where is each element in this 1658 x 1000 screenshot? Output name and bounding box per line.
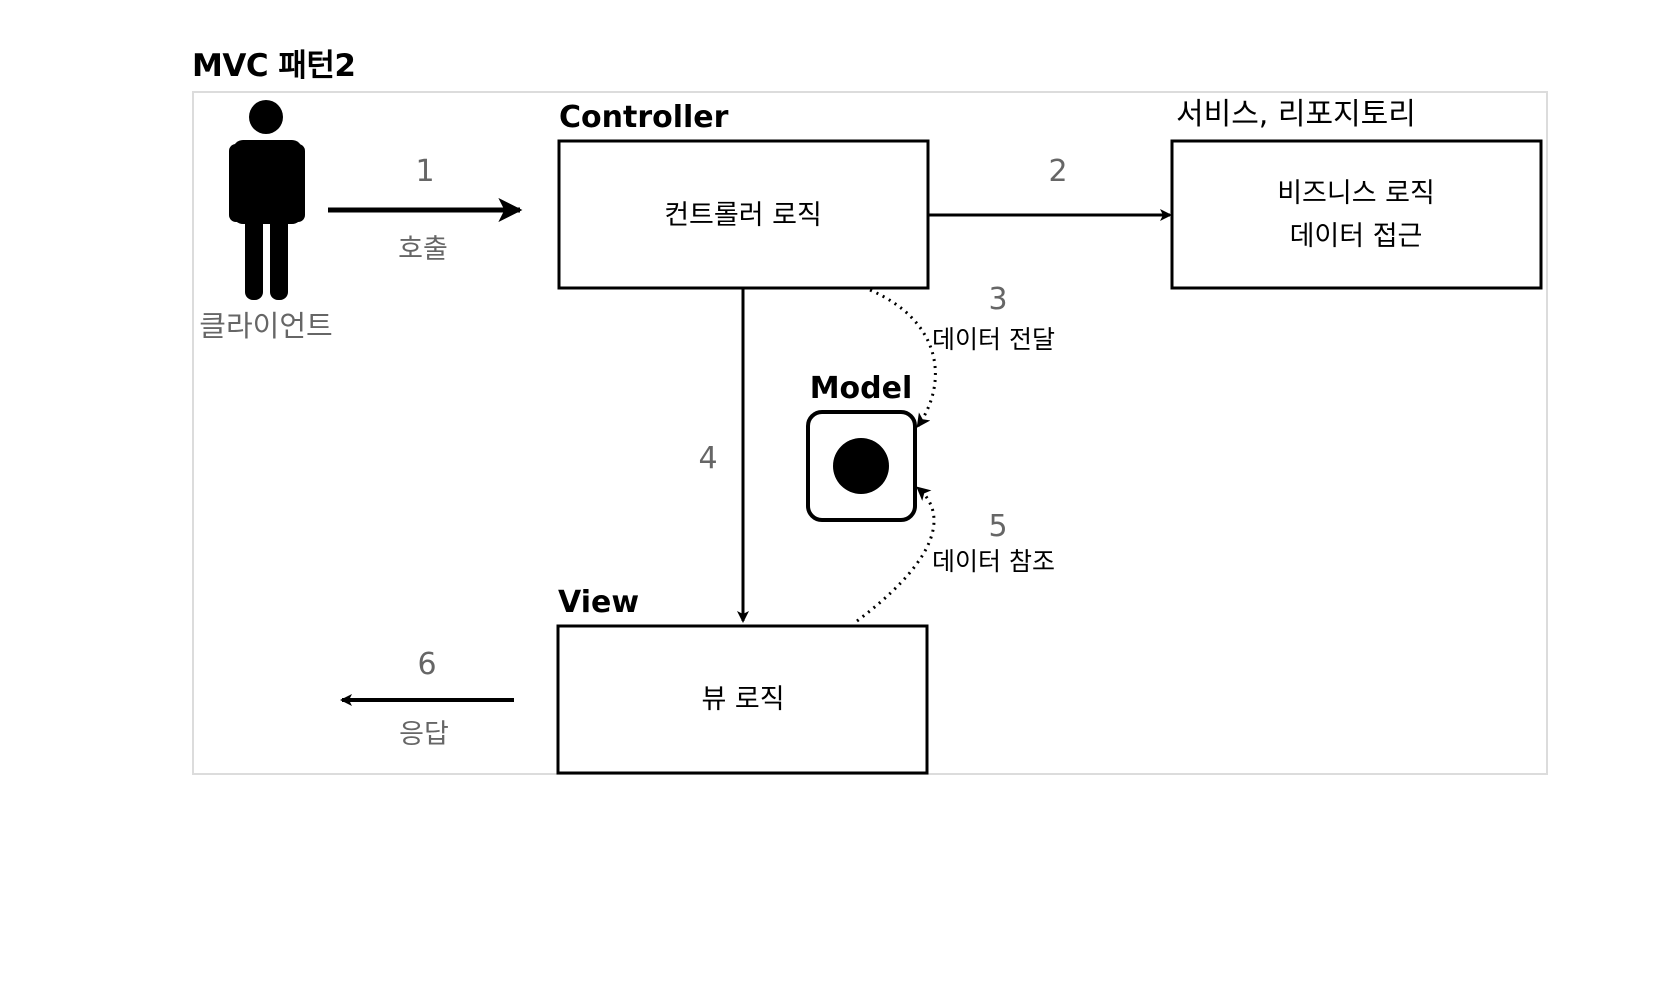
view-heading: View bbox=[558, 585, 639, 620]
service-box bbox=[1170, 139, 1543, 290]
step-3-text: 데이터 전달 bbox=[932, 325, 1055, 354]
step-1-text: 호출 bbox=[398, 234, 448, 265]
service-box-line-1: 비즈니스 로직 bbox=[1277, 178, 1435, 209]
page-title: MVC 패턴2 bbox=[192, 48, 356, 84]
step-5-number: 5 bbox=[988, 509, 1007, 544]
step-1-number: 1 bbox=[415, 154, 434, 189]
step-5-text: 데이터 참조 bbox=[932, 547, 1055, 576]
model-circle-icon bbox=[833, 438, 889, 494]
model-heading: Model bbox=[810, 371, 913, 406]
controller-heading: Controller bbox=[559, 100, 729, 135]
controller-box-text: 컨트롤러 로직 bbox=[664, 200, 822, 231]
step-6-text: 응답 bbox=[399, 719, 449, 750]
step-2-number: 2 bbox=[1048, 154, 1067, 189]
service-box-line-2: 데이터 접근 bbox=[1290, 221, 1423, 252]
step-4-number: 4 bbox=[698, 441, 717, 476]
arrow-data-reference bbox=[856, 486, 936, 623]
step-3-number: 3 bbox=[988, 282, 1007, 317]
client-label: 클라이언트 bbox=[199, 309, 332, 343]
step-6-number: 6 bbox=[417, 647, 436, 682]
service-heading: 서비스, 리포지토리 bbox=[1176, 97, 1416, 132]
view-box-text: 뷰 로직 bbox=[701, 684, 784, 715]
view-box bbox=[556, 624, 929, 775]
person-icon bbox=[229, 100, 305, 300]
